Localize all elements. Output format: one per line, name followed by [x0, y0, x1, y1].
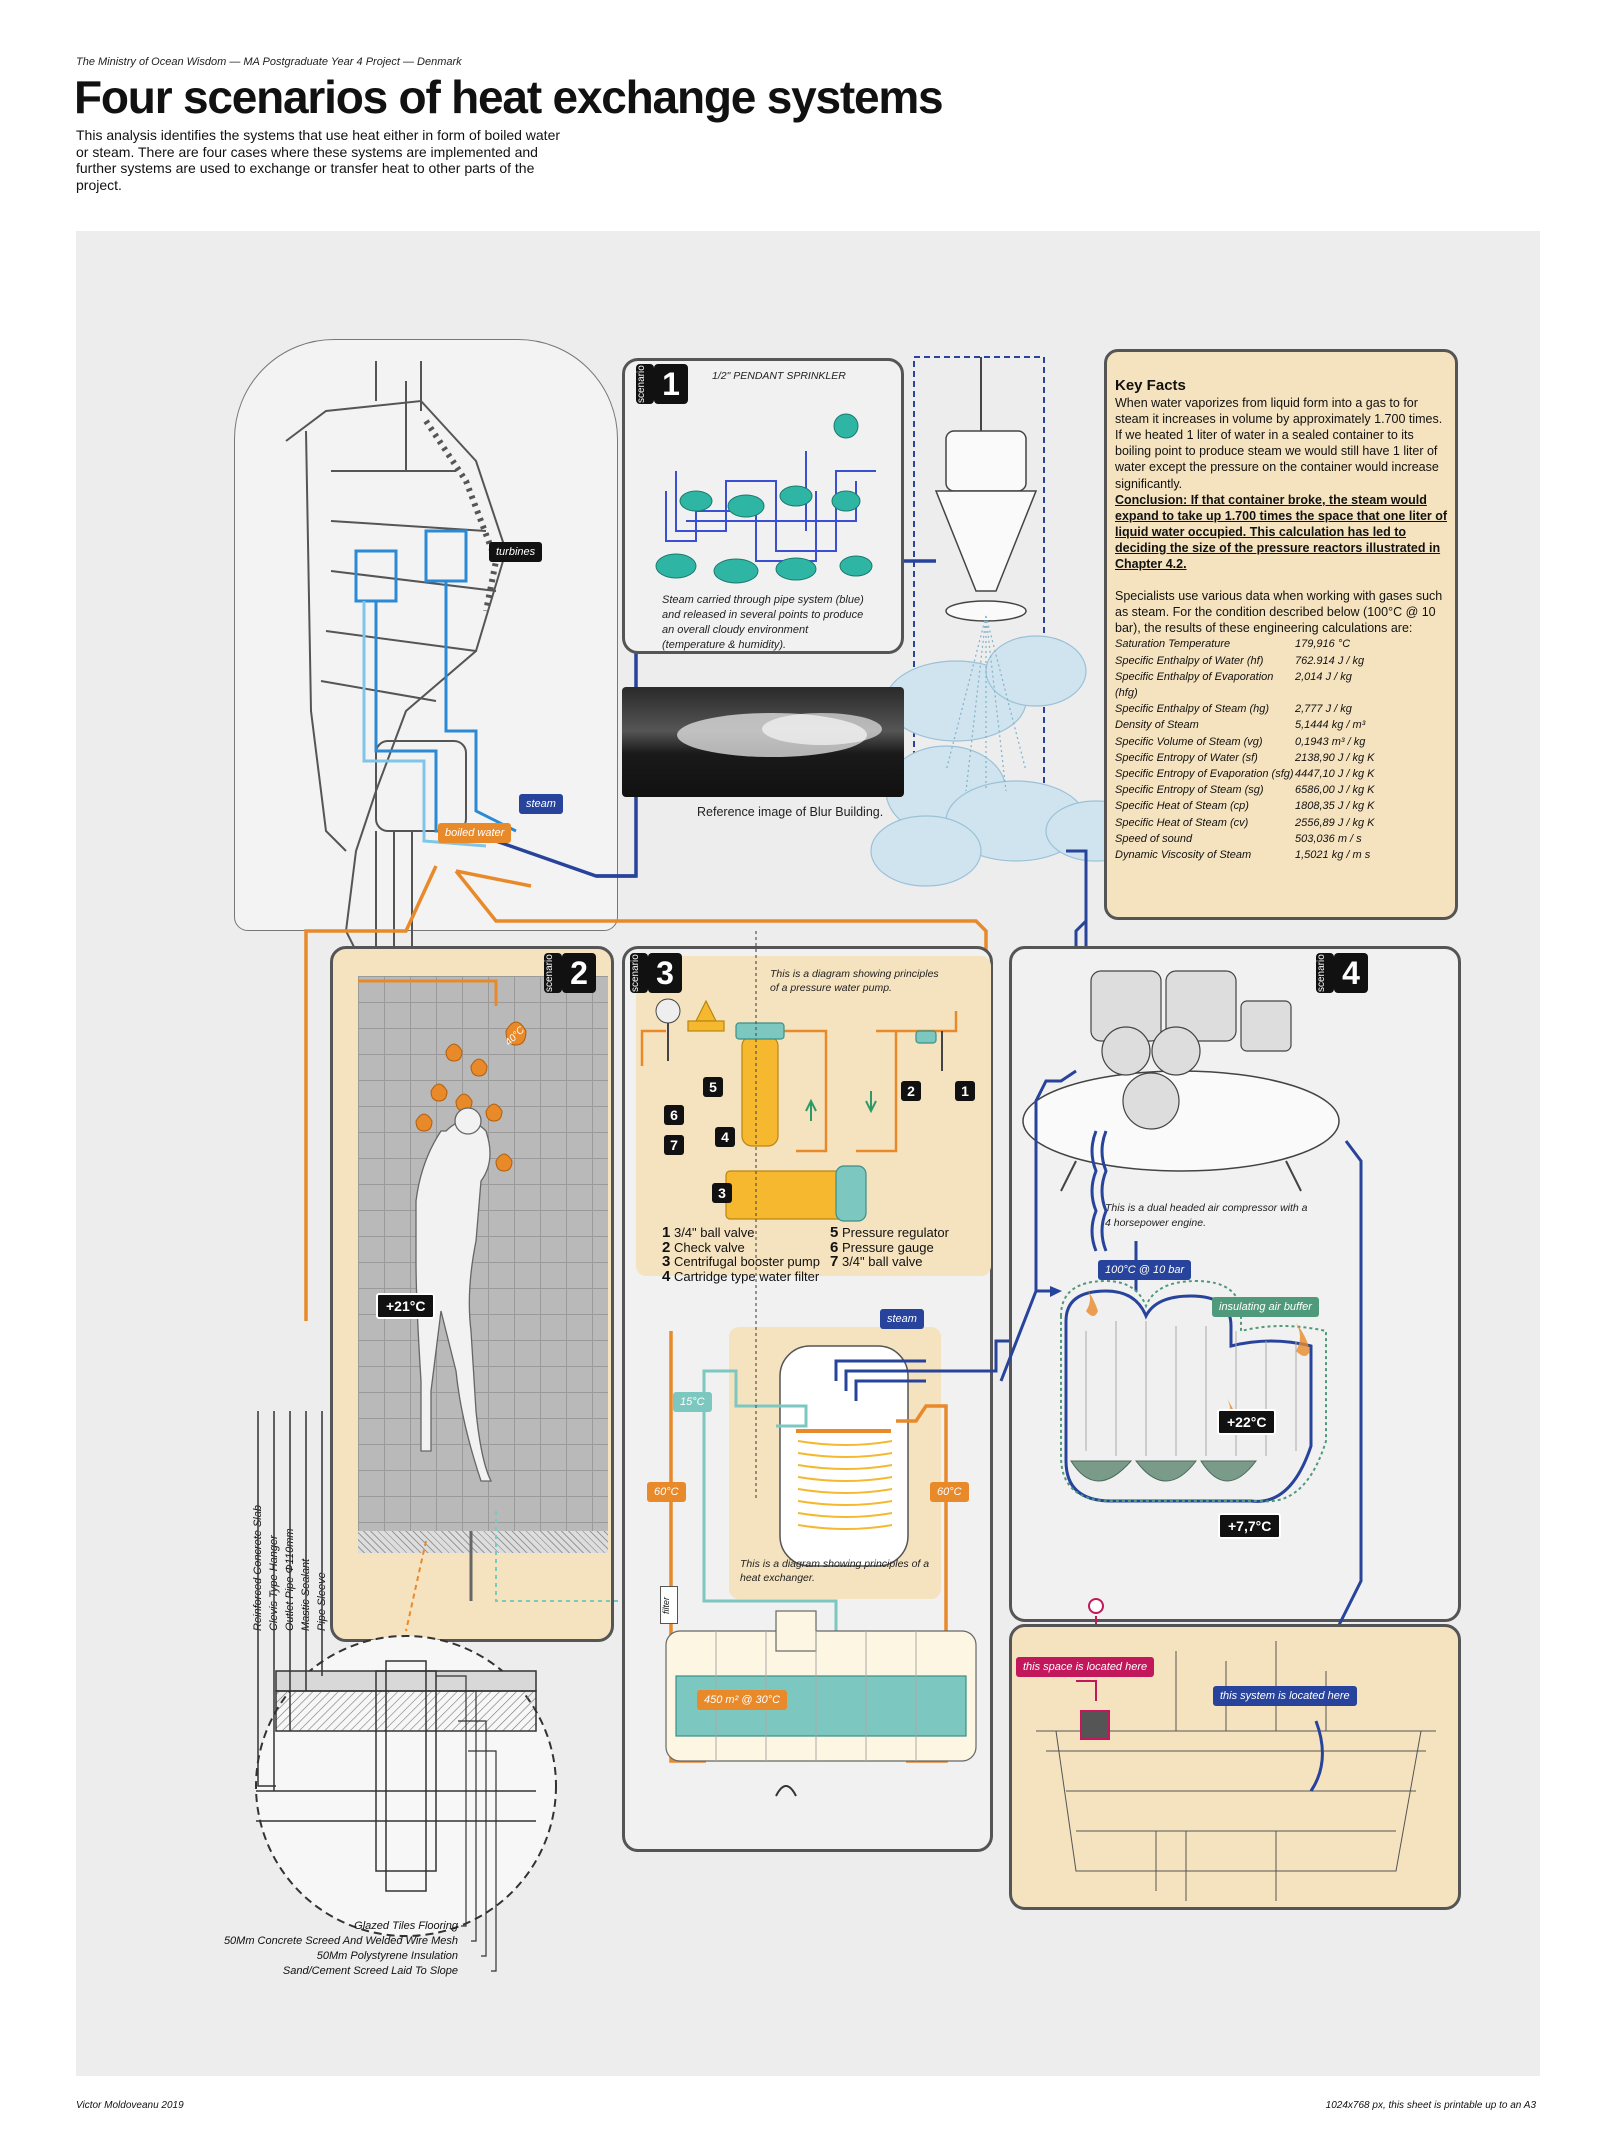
shower-floor-slab — [358, 1531, 608, 1553]
key-facts-title: Key Facts — [1115, 377, 1186, 394]
pump-part-1: 1 — [955, 1081, 975, 1101]
compressor-drawing — [999, 970, 1363, 1791]
pump-legend-item: 6 Pressure gauge — [830, 1238, 934, 1256]
warm-water-60c-left: 60°C — [647, 1482, 686, 1502]
room-temperature-21: +21°C — [376, 1293, 436, 1319]
system-location-label: this system is located here — [1213, 1686, 1357, 1706]
key-facts-row: Specific Entropy of Water (sf)2138,90 J … — [1115, 751, 1375, 764]
turbines-label: turbines — [489, 542, 543, 562]
pump-legend-item: 7 3/4" ball valve — [830, 1253, 923, 1270]
key-facts-paragraph-2: Specialists use various data when workin… — [1115, 589, 1443, 636]
pump-legend-left: 1 3/4" ball valve 2 Check valve 3 Centri… — [662, 1224, 820, 1285]
pump-caption: This is a diagram showing principles of … — [770, 968, 939, 994]
scenario-2-shower-drawing — [358, 979, 756, 1602]
boiled-water-label: boiled water — [438, 823, 512, 843]
key-facts-panel: Key Facts When water vaporizes from liqu… — [1104, 349, 1458, 920]
steam-label-exchanger: steam — [880, 1309, 924, 1329]
pump-diagram-area — [636, 956, 991, 1276]
scenario-4-badge-number: 4 — [1334, 953, 1368, 993]
floor-layer-glazed-tiles: Glazed Tiles Flooring — [354, 1920, 458, 1932]
location-drawing — [1036, 1641, 1436, 1901]
footer-note: 1024x768 px, this sheet is printable up … — [1325, 2100, 1536, 2111]
key-facts-paragraph-1: When water vaporizes from liquid form in… — [1115, 396, 1443, 491]
key-facts-row: Specific Enthalpy of Steam (hg)2,777 J /… — [1115, 703, 1352, 716]
pump-part-5: 5 — [703, 1077, 723, 1097]
heat-exchanger-drawing — [665, 919, 1088, 1797]
sprinkler-label: 1/2" PENDANT SPRINKLER — [712, 370, 846, 382]
scenario-2-badge-number: 2 — [562, 953, 596, 993]
outer-temperature-7-7: +7,7°C — [1218, 1513, 1282, 1539]
pump-part-3: 3 — [712, 1183, 732, 1203]
floor-layer-polystyrene: 50Mm Polystyrene Insulation — [316, 1950, 458, 1962]
pump-legend-item: 1 3/4" ball valve — [662, 1224, 755, 1241]
key-facts-row: Specific Enthalpy of Evaporation (hfg)2,… — [1115, 670, 1352, 700]
scenario-1-badge-number: 1 — [654, 364, 688, 404]
key-facts-row: Specific Volume of Steam (vg)0,1943 m³ /… — [1115, 735, 1366, 748]
heat-exchanger-caption: This is a diagram showing principles of … — [740, 1558, 930, 1584]
key-facts-row: Specific Heat of Steam (cv)2556,89 J / k… — [1115, 816, 1375, 829]
scenario-1-pipe-drawing — [655, 413, 876, 584]
pump-legend-item: 3 Centrifugal booster pump — [662, 1253, 820, 1270]
floor-layer-sand-cement: Sand/Cement Screed Laid To Slope — [282, 1965, 458, 1977]
pump-legend-item: 2 Check valve — [662, 1238, 745, 1256]
pump-part-2: 2 — [901, 1081, 921, 1101]
diagram-board: turbines steam boiled water scenario 1 1… — [76, 231, 1540, 2076]
pump-legend-item: 5 Pressure regulator — [830, 1224, 949, 1241]
inner-temperature-22: +22°C — [1217, 1409, 1277, 1435]
key-facts-row: Specific Entropy of Steam (sg)6586,00 J … — [1115, 784, 1375, 797]
space-location-label: this space is located here — [1016, 1657, 1155, 1677]
blur-building-reference-image — [622, 687, 904, 797]
intro-paragraph: This analysis identifies the systems tha… — [76, 127, 561, 193]
footer-author: Victor Moldoveanu 2019 — [76, 2100, 184, 2111]
tower-panel — [234, 339, 618, 931]
key-facts-row: Specific Enthalpy of Water (hf)762.914 J… — [1115, 654, 1365, 667]
warm-water-60c-right: 60°C — [930, 1482, 969, 1502]
scenario-3-badge-number: 3 — [648, 953, 682, 993]
cold-water-15c: 15°C — [673, 1392, 712, 1412]
scenario-1-caption: Steam carried through pipe system (blue)… — [662, 594, 864, 651]
reference-image-caption: Reference image of Blur Building. — [697, 805, 884, 819]
insulating-air-buffer-label: insulating air buffer — [1212, 1297, 1319, 1317]
tower-drawing — [285, 356, 1147, 1431]
pump-part-4: 4 — [715, 1127, 735, 1147]
detail-callout-drawing — [255, 1411, 557, 1972]
key-facts-row: Specific Entropy of Evaporation (sfg)444… — [1115, 768, 1375, 781]
key-facts-conclusion: Conclusion: If that container broke, the… — [1115, 492, 1448, 572]
pump-part-6: 6 — [664, 1105, 684, 1125]
pump-part-7: 7 — [664, 1135, 684, 1155]
page-title: Four scenarios of heat exchange systems — [74, 71, 944, 123]
header-meta: The Ministry of Ocean Wisdom — MA Postgr… — [76, 56, 462, 68]
floor-layer-concrete-screed: 50Mm Concrete Screed And Welded Wire Mes… — [223, 1935, 458, 1947]
pressure-label: 100°C @ 10 bar — [1098, 1260, 1192, 1280]
blur-building-cloud-shape — [677, 713, 882, 757]
steam-label-tower: steam — [519, 794, 563, 814]
pump-legend-right: 5 Pressure regulator 6 Pressure gauge 7 … — [830, 1224, 949, 1270]
pump-legend-item: 4 Cartridge type water filter — [662, 1267, 820, 1285]
pool-label: 450 m² @ 30°C — [697, 1690, 788, 1710]
key-facts-row: Specific Heat of Steam (cp)1808,35 J / k… — [1115, 800, 1375, 813]
compressor-caption: This is a dual headed air compressor wit… — [1105, 1202, 1308, 1229]
